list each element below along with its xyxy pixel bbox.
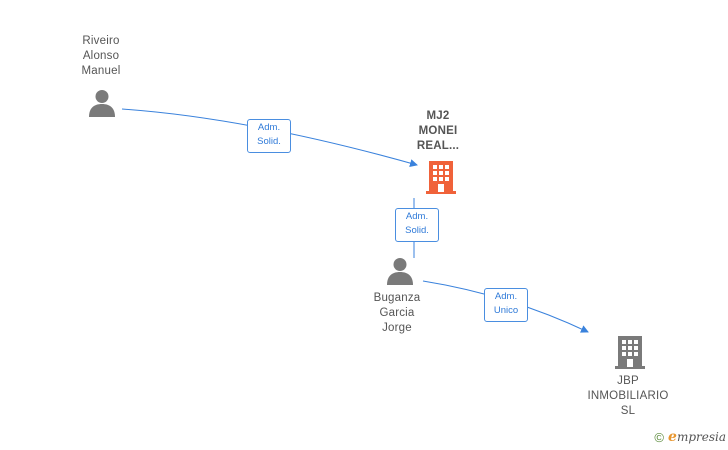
building-icon[interactable] bbox=[425, 160, 457, 194]
copyright-icon: © bbox=[654, 429, 665, 445]
brand-logo: empresia bbox=[668, 429, 726, 445]
building-icon[interactable] bbox=[614, 335, 646, 369]
brand-watermark: © empresia bbox=[654, 429, 726, 445]
edge-label-buganza-jbp[interactable]: Adm. Unico bbox=[484, 288, 528, 322]
node-label-jbp[interactable]: JBP INMOBILIARIO SL bbox=[587, 375, 669, 417]
node-label-riveiro[interactable]: Riveiro Alonso Manuel bbox=[81, 35, 121, 77]
edge-label-buganza-mj2[interactable]: Adm. Solid. bbox=[395, 208, 439, 242]
node-label-buganza[interactable]: Buganza Garcia Jorge bbox=[373, 292, 421, 334]
person-icon[interactable] bbox=[385, 256, 415, 286]
edge-label-riveiro-mj2[interactable]: Adm. Solid. bbox=[247, 119, 291, 153]
node-label-mj2[interactable]: MJ2 MONEI REAL... bbox=[416, 110, 460, 152]
person-icon[interactable] bbox=[87, 88, 117, 118]
